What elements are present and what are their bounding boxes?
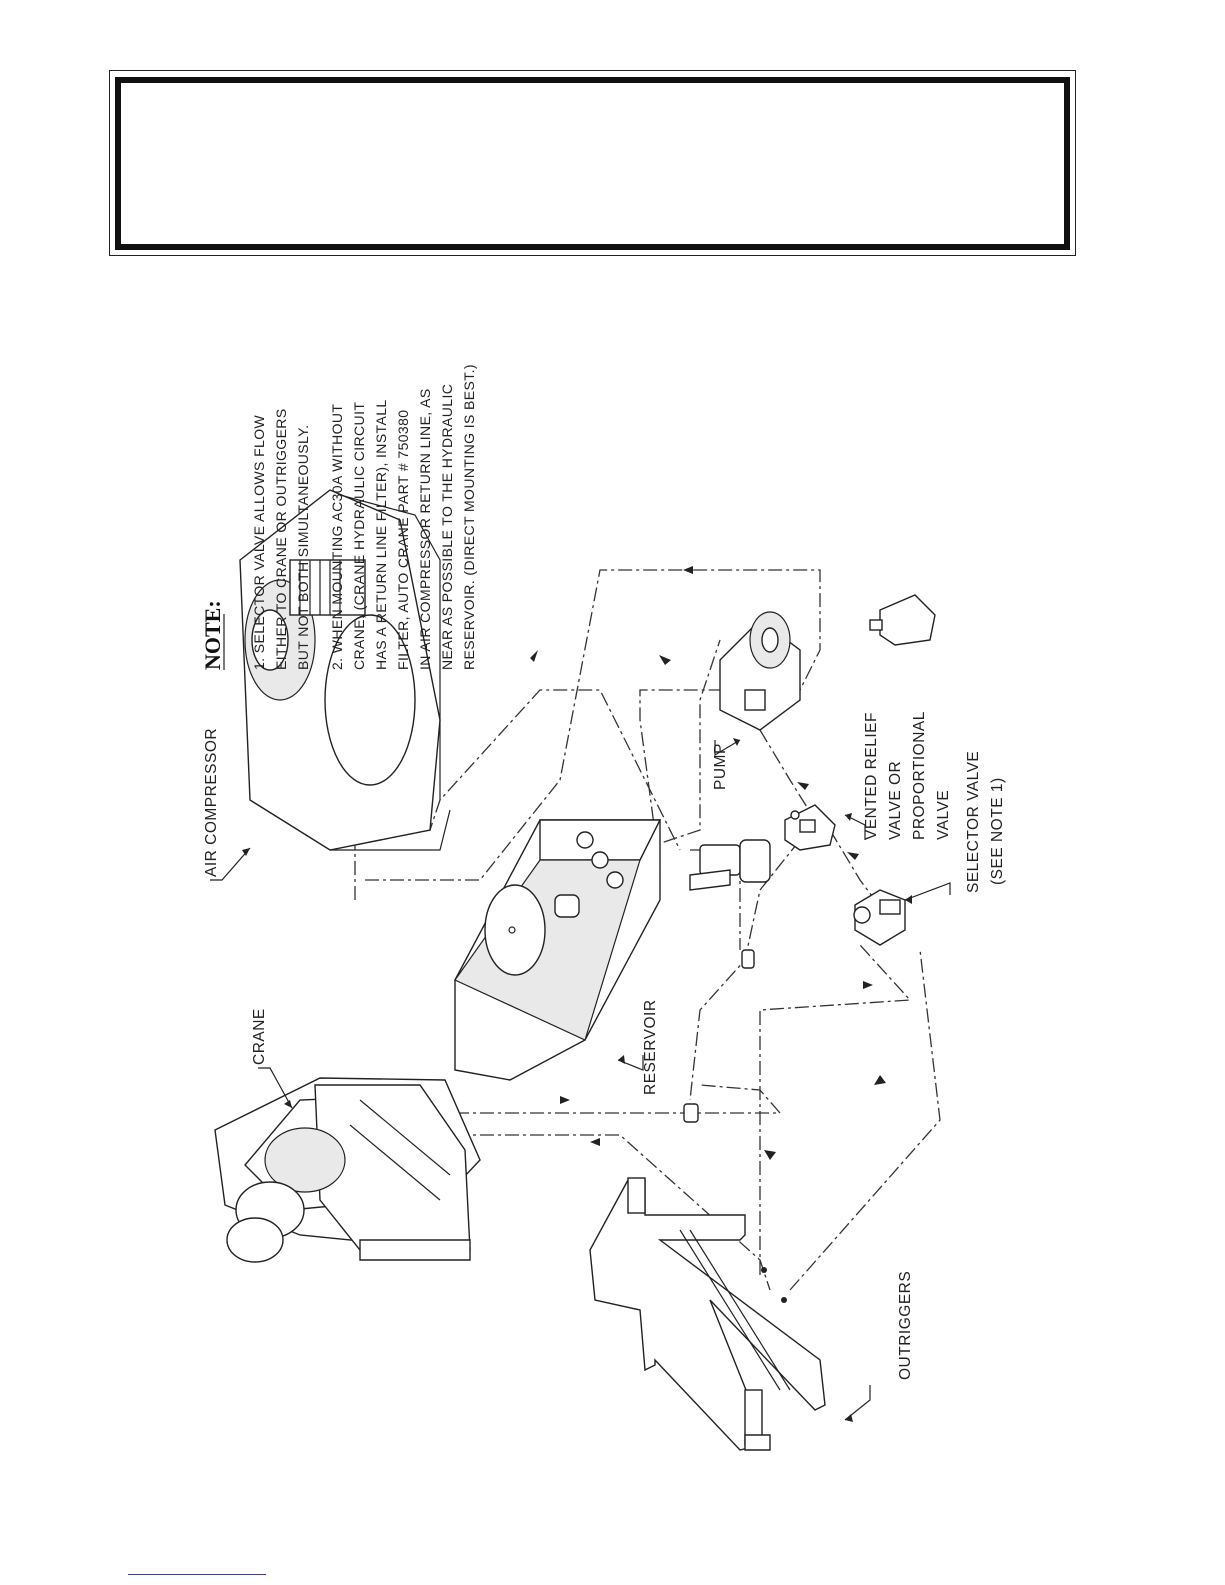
- fittings: [683, 949, 755, 1123]
- flow-arrow: [560, 1096, 570, 1104]
- crane-illustration: [214, 1077, 481, 1263]
- vented-relief-valve-illustration: [784, 804, 836, 851]
- note-line-8: IN AIR COMPRESSOR RETURN LINE, AS: [417, 388, 433, 670]
- flow-arrow: [590, 1138, 600, 1146]
- note-line-9: NEAR AS POSSIBLE TO THE HYDRAULIC: [439, 384, 455, 670]
- pump-illustration: [719, 611, 801, 731]
- header-frame: [115, 77, 1070, 250]
- flow-arrow: [764, 1150, 776, 1160]
- flow-arrow: [530, 650, 538, 662]
- outriggers-illustration: [589, 1177, 826, 1451]
- selector-valve-illustration: [853, 889, 906, 946]
- crane-label: CRANE: [251, 1008, 268, 1065]
- note-line-3: BUT NOT BOTH SIMULTANEOUSLY.: [295, 425, 311, 670]
- flow-arrow: [797, 782, 809, 790]
- vented-relief-label-line-3: PROPORTIONAL: [911, 711, 928, 840]
- outriggers-label: OUTRIGGERS: [897, 1271, 914, 1380]
- flow-arrow: [683, 566, 693, 574]
- pump-label: PUMP: [712, 743, 729, 790]
- note-line-1: 1. SELECTOR VALVE ALLOWS FLOW: [251, 414, 267, 670]
- air-compressor-illustration: [239, 489, 451, 851]
- note-title: NOTE:: [200, 600, 225, 670]
- flow-arrow: [847, 852, 859, 860]
- vented-relief-label-line-4: VALVE: [935, 790, 952, 840]
- flow-arrow: [874, 1075, 886, 1085]
- note-line-2: EITHER TO CRANE OR OUTRIGGERS: [273, 408, 289, 670]
- note-line-7: FILTER, AUTO CRANE PART # 750380: [395, 410, 411, 671]
- note-line-4: 2. WHEN MOUNTING AC30A WITHOUT: [329, 404, 345, 670]
- note-line-10: RESERVOIR. (DIRECT MOUNTING IS BEST.): [461, 364, 477, 670]
- header-frame-outer: [109, 70, 1076, 256]
- leader-lines: [210, 738, 951, 1422]
- flow-arrow: [863, 981, 873, 989]
- note-line-6: HAS A RETURN LINE FILTER), INSTALL: [373, 399, 389, 670]
- reservoir-illustration: [454, 819, 662, 1081]
- flow-arrows: [530, 566, 886, 1160]
- vented-relief-label-line-1: VENTED RELIEF: [863, 712, 880, 840]
- footer-rule: [128, 1574, 266, 1575]
- vented-relief-label-line-2: VALVE OR: [887, 761, 904, 840]
- reservoir-label: RESERVOIR: [642, 999, 659, 1095]
- selector-valve-label-line-2: (SEE NOTE 1): [989, 777, 1006, 885]
- note-line-5: CRANE, (CRANE HYDRAULIC CIRCUIT: [351, 402, 367, 670]
- air-compressor-label: AIR COMPRESSOR: [203, 728, 220, 877]
- return-filter-illustration: [689, 839, 771, 891]
- proportional-valve-illustration: [869, 594, 936, 646]
- note-block: NOTE: 1. SELECTOR VALVE ALLOWS FLOW EITH…: [200, 364, 477, 670]
- selector-valve-label-line-1: SELECTOR VALVE: [965, 751, 982, 893]
- flow-arrow: [659, 655, 671, 665]
